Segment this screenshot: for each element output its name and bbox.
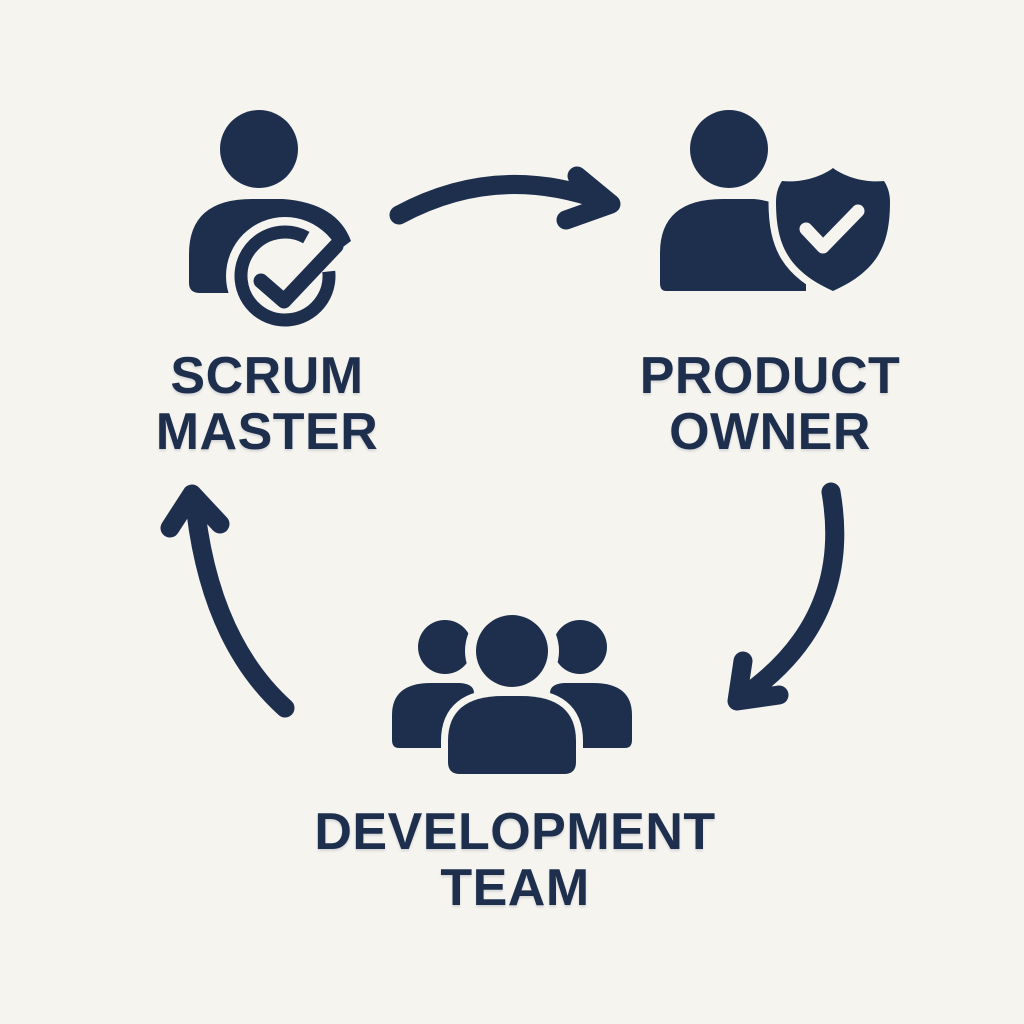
right-person-head [553, 620, 607, 674]
check-mark-icon [799, 204, 865, 254]
person-head [220, 110, 298, 188]
center-person-head [476, 615, 548, 687]
scrum-master-label-line1: SCRUM [170, 347, 364, 405]
arrow-head [727, 651, 789, 711]
scrum-master-label: SCRUM MASTER [156, 348, 379, 460]
arrow-development-team-to-scrum-master [160, 484, 295, 718]
development-team-label-line1: DEVELOPMENT [314, 803, 716, 861]
arrow-scrum-master-to-product-owner [389, 166, 621, 230]
check-badge-ring [234, 225, 336, 327]
center-person-body [448, 696, 576, 774]
person-with-shield-check-icon [660, 110, 898, 299]
arrow-head [556, 166, 621, 230]
product-owner-label-line1: PRODUCT [639, 347, 901, 405]
arrow-curve [746, 482, 845, 697]
left-person-head [418, 620, 472, 674]
arrow-head [160, 484, 230, 538]
person-body [660, 199, 806, 291]
arrow-curve [389, 175, 613, 225]
people-group-icon [392, 604, 632, 781]
arrow-curve [186, 503, 295, 718]
person-with-check-badge-icon [189, 110, 351, 335]
scrum-master-label-line2: MASTER [155, 403, 379, 461]
development-team-label: DEVELOPMENT TEAM [314, 804, 715, 916]
product-owner-label: PRODUCT OWNER [640, 348, 901, 460]
person-head [690, 110, 768, 188]
development-team-label-line2: TEAM [440, 859, 590, 917]
check-mark-icon [253, 238, 344, 309]
product-owner-label-line2: OWNER [669, 403, 871, 461]
arrow-product-owner-to-development-team [727, 482, 845, 711]
